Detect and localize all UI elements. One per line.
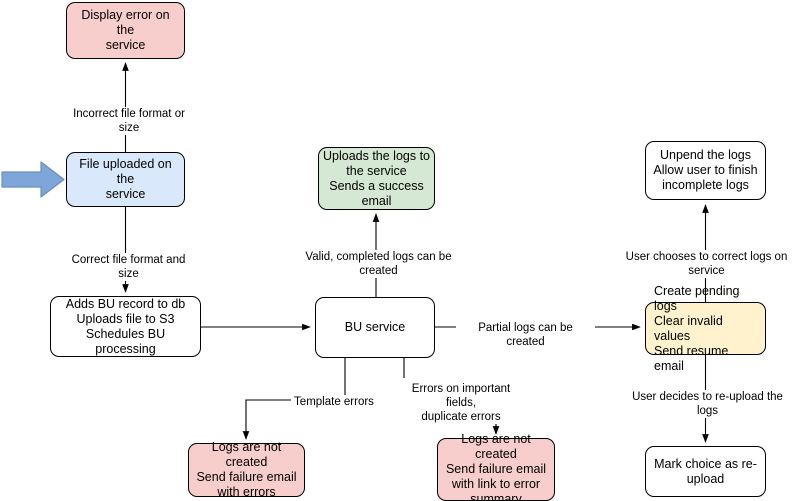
node-logs-not-created-errors[interactable]: Logs are not created Send failure email …	[437, 432, 555, 501]
node-mark-choice[interactable]: Mark choice as re- upload	[645, 446, 766, 497]
node-file-uploaded[interactable]: File uploaded on the service	[66, 152, 185, 207]
node-uploads-logs[interactable]: Uploads the logs to the service Sends a …	[318, 147, 435, 210]
node-create-pending-logs[interactable]: Create pending logs Clear invalid values…	[645, 284, 766, 373]
edge-label-incorrect-format: Incorrect file format or size	[62, 107, 196, 135]
entry-arrow-icon	[1, 161, 65, 198]
node-bu-service[interactable]: BU service	[315, 297, 435, 358]
edge-label-template-errors: Template errors	[291, 395, 377, 409]
node-display-error[interactable]: Display error on the service	[66, 2, 185, 59]
edge-label-user-reupload: User decides to re-upload the logs	[619, 390, 796, 418]
edge-label-user-corrects: User chooses to correct logs on service	[608, 250, 801, 278]
node-unpend-logs[interactable]: Unpend the logs Allow user to finish inc…	[645, 141, 766, 200]
edge-label-partial-logs: Partial logs can be created	[456, 321, 595, 349]
edge-label-valid-logs: Valid, completed logs can be created	[286, 250, 471, 278]
edge-label-important-errors: Errors on important fields, duplicate er…	[394, 382, 528, 424]
node-adds-bu-record[interactable]: Adds BU record to db Uploads file to S3 …	[50, 296, 201, 357]
edge-label-correct-format: Correct file format and size	[60, 253, 197, 281]
node-logs-not-created-template[interactable]: Logs are not created Send failure email …	[188, 440, 305, 499]
